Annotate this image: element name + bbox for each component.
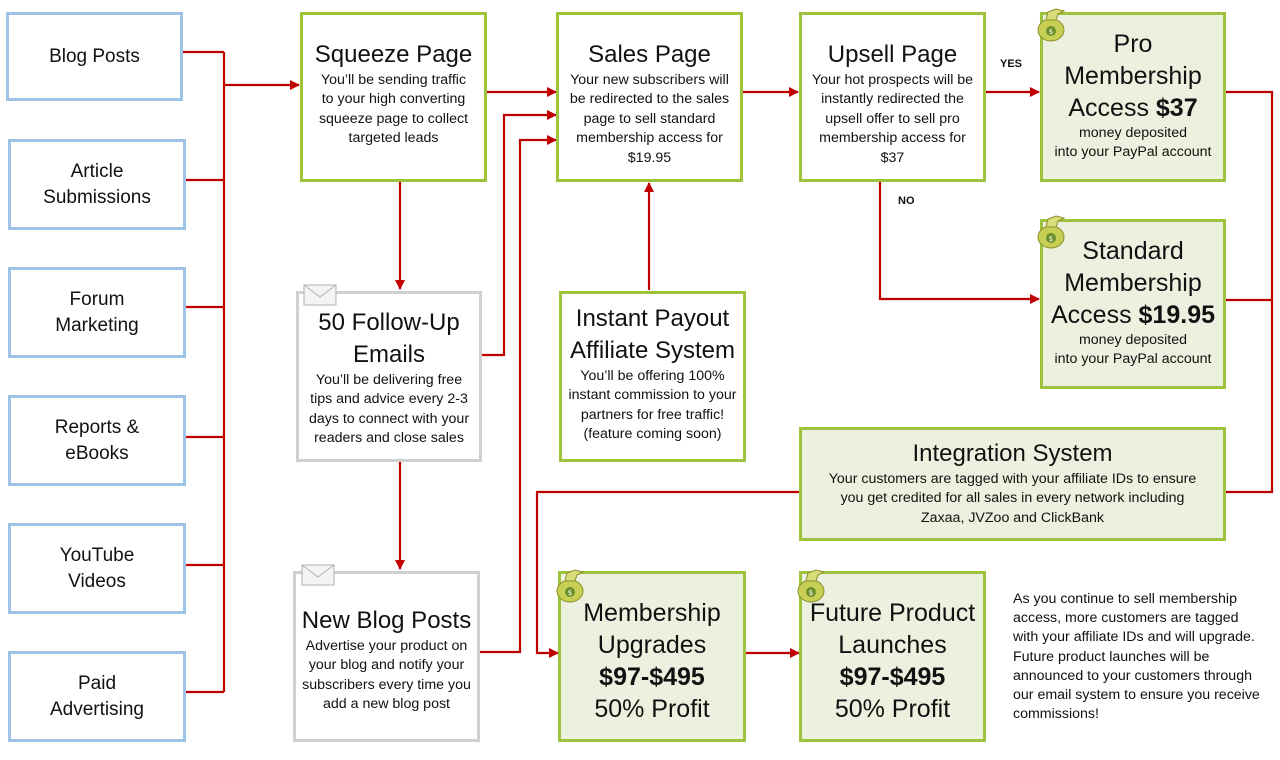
- standard-membership-box: Standard Membership Access $19.95 money …: [1040, 219, 1226, 389]
- squeeze-page-title: Squeeze Page: [314, 41, 473, 68]
- followup-emails-box: 50 Follow-Up Emails You’ll be delivering…: [296, 291, 482, 462]
- pro-price: $37: [1155, 94, 1198, 122]
- side-note: As you continue to sell membership acces…: [1013, 591, 1260, 723]
- money-bag-icon: $: [797, 569, 826, 603]
- arrow-upsell-to-standard: [878, 182, 1040, 304]
- instant-payout-title: Instant Payout Affiliate System: [570, 305, 735, 364]
- membership-upgrades-box: Membership Upgrades $97-$495 50% Profit: [558, 571, 746, 742]
- pro-membership-title: Pro Membership: [1064, 30, 1202, 90]
- svg-text:$: $: [568, 589, 572, 597]
- envelope-icon: [301, 564, 335, 586]
- future-launches-box: Future Product Launches $97-$495 50% Pro…: [799, 571, 986, 742]
- standard-membership-title: Standard Membership: [1064, 237, 1202, 297]
- instant-payout-box: Instant Payout Affiliate System You’ll b…: [559, 291, 746, 462]
- envelope-icon: [303, 284, 337, 306]
- youtube-videos-label: YouTube Videos: [59, 544, 135, 592]
- paid-advertising-box: Paid Advertising: [8, 651, 186, 742]
- upsell-page-box: Upsell Page Your hot prospects will be i…: [799, 12, 986, 182]
- pro-access-prefix: Access: [1068, 94, 1156, 122]
- money-bag-icon: $: [556, 569, 585, 603]
- article-submissions-box: Article Submissions: [8, 139, 186, 230]
- membership-upgrades-price: $97-$495: [599, 663, 705, 691]
- sales-page-desc: Your new subscribers will be redirected …: [569, 72, 730, 166]
- reports-ebooks-label: Reports & eBooks: [54, 416, 140, 464]
- article-submissions-label: Article Submissions: [43, 160, 151, 208]
- followup-emails-desc: You’ll be delivering free tips and advic…: [308, 372, 470, 447]
- right-bus: [1225, 90, 1274, 494]
- squeeze-page-desc: You’ll be sending traffic to your high c…: [318, 72, 469, 147]
- pro-access-line: Access $37: [1043, 92, 1223, 124]
- arrow-followup-to-sales: [482, 110, 557, 357]
- integration-system-desc: Your customers are tagged with your affi…: [828, 471, 1197, 526]
- arrow-newblog-to-sales: [480, 135, 557, 654]
- future-launches-title: Future Product Launches: [809, 599, 976, 659]
- followup-emails-title: 50 Follow-Up Emails: [318, 309, 460, 368]
- new-blog-posts-title: New Blog Posts: [301, 607, 472, 634]
- money-bag-icon: $: [1037, 8, 1066, 42]
- pro-membership-box: Pro Membership Access $37 money deposite…: [1040, 12, 1226, 182]
- yes-label: YES: [1000, 58, 1023, 70]
- arrow-integration-to-upgrades: [535, 490, 800, 658]
- standard-price: $19.95: [1138, 301, 1215, 329]
- future-launches-price: $97-$495: [839, 663, 946, 691]
- svg-text:$: $: [809, 589, 813, 597]
- membership-upgrades-title: Membership Upgrades: [583, 599, 721, 659]
- upsell-page-desc: Your hot prospects will be instantly red…: [811, 72, 974, 166]
- youtube-videos-box: YouTube Videos: [8, 523, 186, 614]
- integration-system-box: Integration System Your customers are ta…: [799, 427, 1226, 541]
- svg-text:$: $: [1049, 235, 1053, 243]
- standard-membership-desc: money deposited into your PayPal account: [1054, 332, 1212, 368]
- membership-upgrades-profit: 50% Profit: [594, 695, 710, 723]
- forum-marketing-label: Forum Marketing: [55, 288, 139, 336]
- instant-payout-desc: You’ll be offering 100% instant commissi…: [568, 368, 737, 443]
- no-label: NO: [898, 195, 915, 207]
- sales-page-title: Sales Page: [588, 41, 711, 68]
- blog-posts-label: Blog Posts: [49, 45, 140, 67]
- integration-system-title: Integration System: [912, 440, 1113, 467]
- pro-membership-desc: money deposited into your PayPal account: [1054, 125, 1212, 161]
- standard-access-line: Access $19.95: [1043, 299, 1223, 331]
- upsell-page-title: Upsell Page: [827, 41, 958, 68]
- sales-page-box: Sales Page Your new subscribers will be …: [556, 12, 743, 182]
- blog-posts-box: Blog Posts: [6, 12, 183, 101]
- squeeze-page-box: Squeeze Page You’ll be sending traffic t…: [300, 12, 487, 182]
- money-bag-icon: $: [1037, 215, 1066, 249]
- svg-text:$: $: [1049, 28, 1053, 36]
- future-launches-profit: 50% Profit: [834, 695, 951, 723]
- paid-advertising-label: Paid Advertising: [50, 672, 144, 720]
- new-blog-posts-box: New Blog Posts Advertise your product on…: [293, 571, 480, 742]
- forum-marketing-box: Forum Marketing: [8, 267, 186, 358]
- new-blog-posts-desc: Advertise your product on your blog and …: [302, 638, 471, 713]
- reports-ebooks-box: Reports & eBooks: [8, 395, 186, 486]
- standard-access-prefix: Access: [1051, 301, 1139, 329]
